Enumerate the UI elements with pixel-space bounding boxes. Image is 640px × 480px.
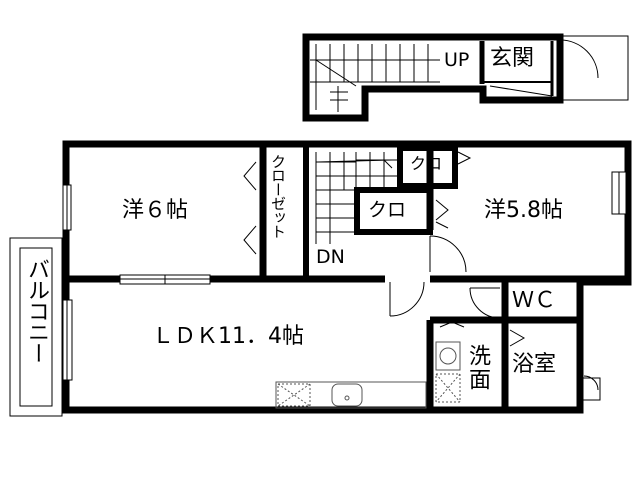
genkan-label: 玄関: [490, 46, 535, 71]
western-6-label: 洋６帖: [122, 198, 189, 223]
kitchen-counter: [275, 381, 427, 409]
bathroom-label: 浴室: [512, 352, 557, 377]
ldk-label: ＬＤＫ11．4帖: [152, 324, 304, 349]
down-label: DN: [316, 246, 345, 268]
closet-label: クローゼット: [269, 154, 287, 238]
washroom-label: 洗面: [465, 344, 490, 392]
main-walls: [62, 140, 632, 414]
up-label: UP: [444, 49, 470, 71]
wc-label: ＷＣ: [512, 288, 557, 313]
closet-small-mid-label: クロ: [368, 199, 407, 221]
windows: [62, 171, 627, 381]
upper-entry-block: [302, 33, 629, 122]
balcony-label: バルコニー: [24, 258, 49, 363]
main-stairs: [315, 152, 398, 244]
washroom-fixtures: [435, 341, 461, 403]
balcony-outline: [9, 237, 63, 417]
western-58-label: 洋5.8帖: [484, 198, 563, 223]
closet-small-top-label: クロ: [410, 154, 443, 173]
closet-door-marks: [243, 151, 472, 255]
doors: [389, 235, 601, 401]
